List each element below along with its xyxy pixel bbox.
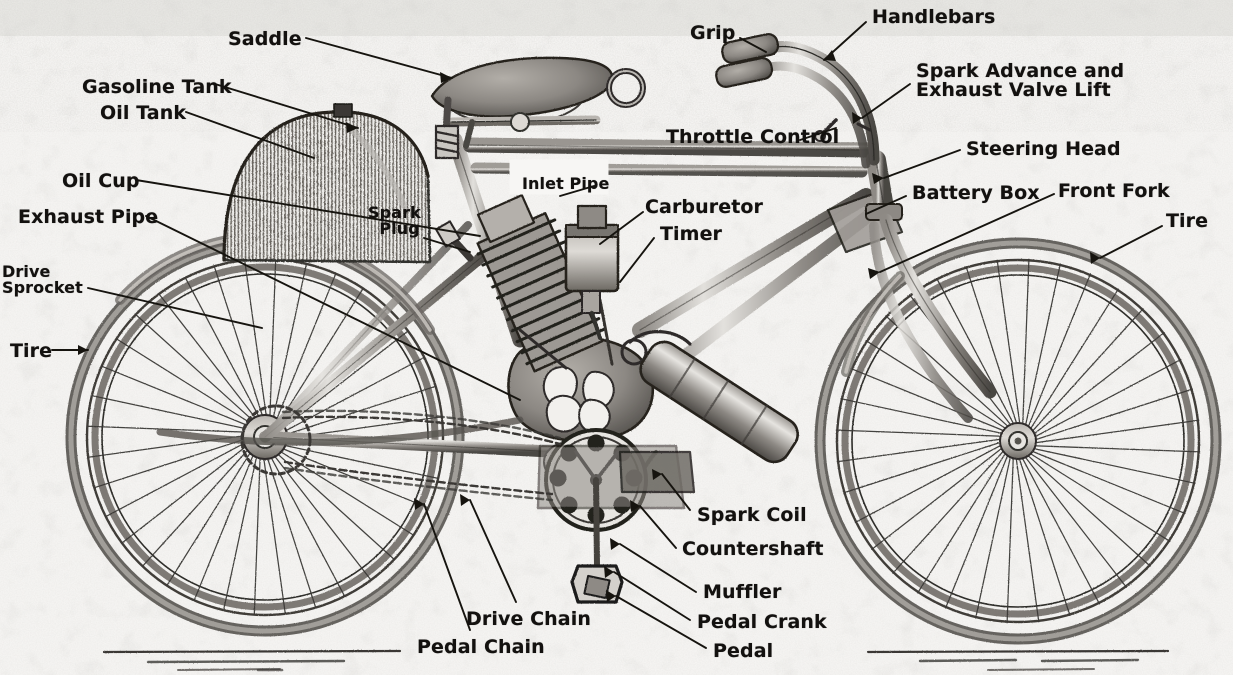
label-steering-head: Steering Head [966,138,1121,160]
front-fork [841,150,997,423]
label-saddle: Saddle [228,28,302,50]
label-oil-tank: Oil Tank [100,102,187,124]
label-front-fork: Front Fork [1058,180,1170,202]
label-inlet-pipe: Inlet Pipe [522,174,610,193]
label-spark-coil: Spark Coil [697,504,807,526]
leader-arrowheads [78,50,1100,602]
label-spark-plug: Spark Plug [368,203,421,238]
fuel-tank [222,103,432,264]
label-handlebars: Handlebars [872,6,996,28]
label-drive-chain: Drive Chain [466,608,591,630]
label-gasoline-tank: Gasoline Tank [82,76,232,98]
pedal-chain [283,460,554,502]
label-exhaust-pipe: Exhaust Pipe [18,206,159,228]
ground-lines [102,649,1170,672]
label-timer: Timer [660,223,723,245]
saddle [430,56,646,160]
label-countershaft: Countershaft [682,538,824,560]
label-oil-cup: Oil Cup [62,170,140,192]
carburetor [564,204,620,340]
label-pedal-crank: Pedal Crank [697,611,827,633]
label-grip: Grip [690,22,736,44]
label-muffler: Muffler [703,581,782,603]
handlebars [715,32,880,169]
label-carburetor: Carburetor [645,196,764,218]
leader-lines [51,21,1163,649]
label-drive-sprocket: Drive Sprocket [2,262,83,297]
grip-part [715,32,780,89]
drive-chain [281,409,562,446]
label-tire-rear: Tire [10,340,53,362]
label-pedal-chain: Pedal Chain [417,636,545,658]
label-battery-box: Battery Box [912,182,1040,204]
label-spark-advance: Spark Advance and Exhaust Valve Lift [916,60,1125,101]
label-throttle: Throttle Control [666,126,840,148]
label-pedal: Pedal [713,640,774,662]
timer [620,330,692,366]
engine [435,194,654,443]
inlet-pipe-plate [509,159,609,195]
spark-plug-part [435,220,474,262]
label-tire-front: Tire [1166,210,1209,232]
